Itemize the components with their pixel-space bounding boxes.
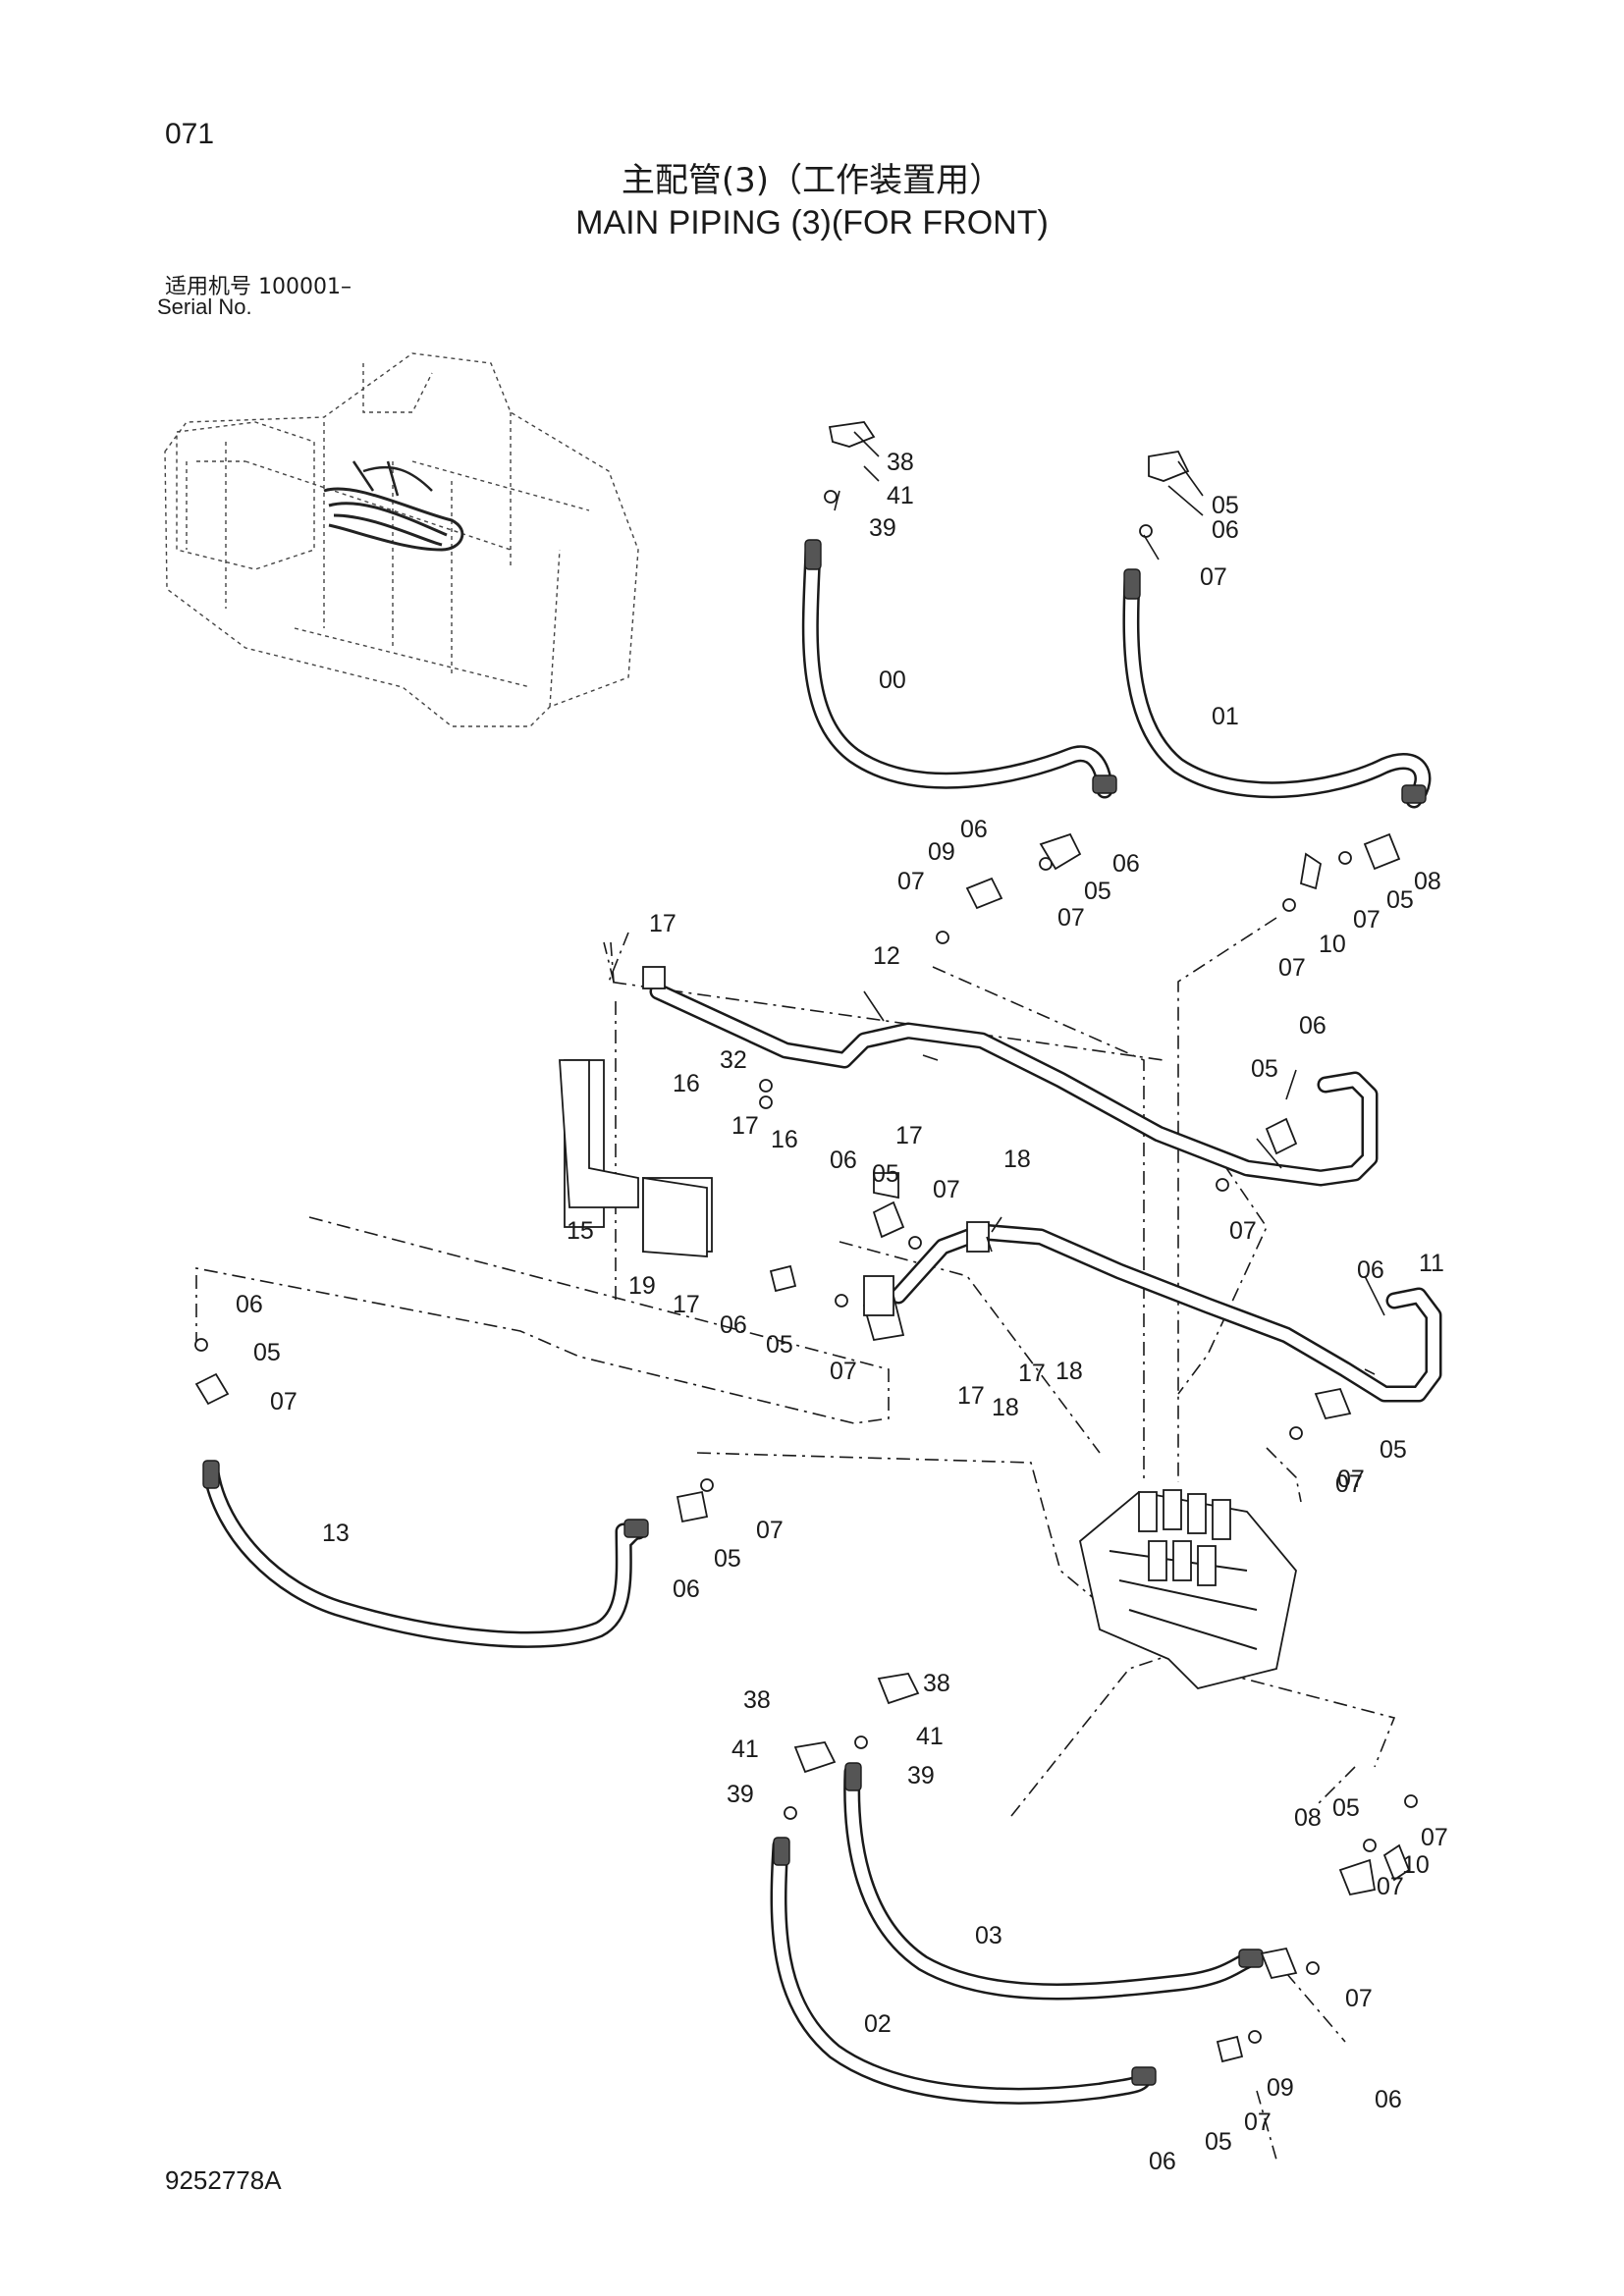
callout-label: 07 <box>1057 904 1085 932</box>
callout-label: 05 <box>1205 2128 1232 2156</box>
callout-label: 07 <box>933 1176 960 1203</box>
callout-label: 07 <box>830 1358 857 1385</box>
callout-label: 07 <box>1353 906 1380 934</box>
callout-label: 06 <box>1299 1012 1326 1040</box>
callout-label: 06 <box>673 1575 700 1603</box>
hose-fittings <box>202 539 1427 2086</box>
callout-label: 05 <box>1380 1436 1407 1464</box>
callout-label: 39 <box>869 514 896 542</box>
callout-label: 05 <box>766 1331 793 1359</box>
callout-label: 41 <box>887 482 914 509</box>
callout-label: 06 <box>720 1311 747 1339</box>
callout-label: 07 <box>270 1388 298 1415</box>
callout-label: 03 <box>975 1922 1002 1949</box>
callout-label: 05 <box>872 1160 899 1188</box>
callout-labels: 38 41 39 05 06 07 00 01 06 09 07 06 05 0… <box>236 449 1448 2175</box>
callout-label: 07 <box>1229 1217 1257 1245</box>
callout-label: 01 <box>1212 703 1239 730</box>
pipe-12 <box>649 983 1379 1187</box>
callout-label: 32 <box>720 1046 747 1074</box>
hose-03 <box>843 1763 1261 2001</box>
callout-label: 05 <box>1212 492 1239 519</box>
callout-label: 07 <box>1335 1470 1363 1498</box>
callout-label: 17 <box>731 1112 759 1140</box>
callout-label: 07 <box>756 1517 784 1544</box>
leader-lines <box>834 431 1385 1375</box>
pipe-11 <box>890 1223 1442 1403</box>
callout-label: 17 <box>673 1291 700 1318</box>
callout-label: 09 <box>1267 2074 1294 2102</box>
callout-label: 05 <box>1332 1794 1360 1822</box>
page-title-english: MAIN PIPING (3)(FOR FRONT) <box>575 204 1049 241</box>
callout-label: 00 <box>879 667 906 694</box>
callout-label: 06 <box>1149 2148 1176 2175</box>
callout-label: 38 <box>923 1670 950 1697</box>
callout-label: 38 <box>887 449 914 476</box>
callout-label: 02 <box>864 2010 892 2038</box>
callout-label: 17 <box>649 910 677 937</box>
document-number: 9252778A <box>165 2165 282 2195</box>
callout-label: 08 <box>1414 868 1441 895</box>
callout-label: 10 <box>1319 931 1346 958</box>
callout-label: 10 <box>1402 1851 1430 1879</box>
callout-label: 16 <box>771 1126 798 1153</box>
callout-label: 06 <box>1375 2086 1402 2113</box>
callout-label: 41 <box>731 1735 759 1763</box>
callout-label: 07 <box>1337 1466 1365 1493</box>
serial-label-english: Serial No. <box>157 294 252 319</box>
callout-label: 05 <box>714 1545 741 1573</box>
callout-label: 05 <box>253 1339 281 1366</box>
callout-label: 17 <box>895 1122 923 1149</box>
callout-label: 18 <box>992 1394 1019 1421</box>
callout-label: 17 <box>1018 1360 1046 1387</box>
brackets <box>559 1059 708 1257</box>
page-title-chinese: 主配管(3)（工作装置用） <box>621 161 1003 200</box>
callout-label: 07 <box>1200 563 1227 591</box>
callout-label: 07 <box>1377 1873 1404 1900</box>
callout-label: 06 <box>960 816 988 843</box>
callout-label: 12 <box>873 942 900 970</box>
callout-label: 15 <box>567 1217 594 1245</box>
serial-label-chinese: 适用机号 100001– <box>165 275 352 299</box>
callout-label: 09 <box>928 838 955 866</box>
callout-label: 18 <box>1003 1146 1031 1173</box>
callout-label: 06 <box>830 1147 857 1174</box>
callout-label: 07 <box>1421 1824 1448 1851</box>
callout-label: 07 <box>1278 954 1306 982</box>
callout-label: 39 <box>907 1762 935 1789</box>
callout-label: 38 <box>743 1686 771 1714</box>
callout-label: 11 <box>1419 1250 1444 1277</box>
callout-label: 19 <box>628 1272 656 1300</box>
callout-label: 07 <box>1345 1985 1373 2012</box>
callout-label: 05 <box>1386 886 1414 914</box>
callout-label: 05 <box>1251 1055 1278 1083</box>
callout-label: 07 <box>897 868 925 895</box>
machine-overview <box>164 352 639 727</box>
hose-13 <box>202 1464 647 1648</box>
callout-label: 18 <box>1056 1358 1083 1385</box>
callout-label: 06 <box>236 1291 263 1318</box>
callout-label: 13 <box>322 1520 350 1547</box>
callout-label: 08 <box>1294 1804 1322 1832</box>
callout-label: 39 <box>727 1781 754 1808</box>
callout-label: 17 <box>957 1382 985 1410</box>
callout-label: 06 <box>1357 1256 1384 1284</box>
callout-label: 16 <box>673 1070 700 1097</box>
hose-00 <box>801 541 1113 799</box>
control-valve <box>1079 1489 1297 1689</box>
page-number: 071 <box>165 118 215 150</box>
hose-01 <box>1122 570 1432 809</box>
callout-label: 06 <box>1112 850 1140 878</box>
callout-label: 05 <box>1084 878 1111 905</box>
callout-label: 41 <box>916 1723 944 1750</box>
hose-02 <box>770 1837 1153 2105</box>
callout-label: 06 <box>1212 516 1239 544</box>
callout-label: 07 <box>1244 2109 1272 2136</box>
